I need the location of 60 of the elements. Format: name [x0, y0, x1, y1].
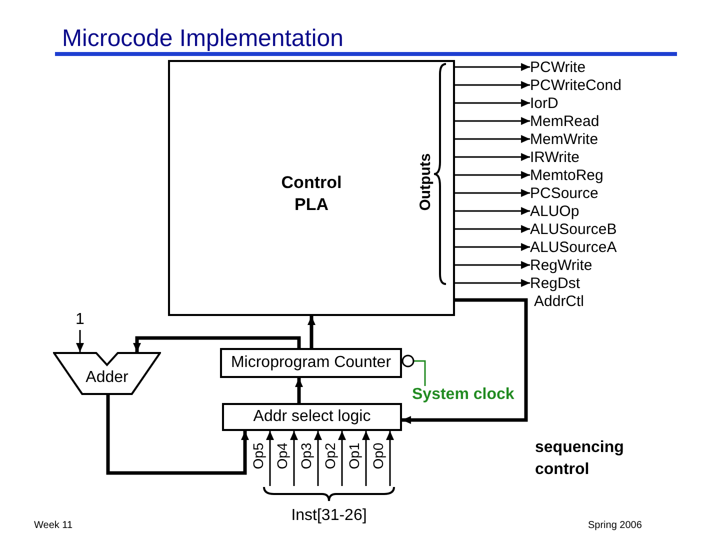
note: sequencing control [535, 438, 625, 480]
signal-label: ALUOp [530, 202, 642, 220]
arrow [402, 298, 528, 424]
edge-label: Op3 [299, 442, 313, 470]
arrow [455, 171, 530, 179]
arrow [338, 431, 346, 486]
outputs-label: Outputs [416, 153, 435, 211]
signal-label: IRWrite [530, 148, 642, 166]
arrow [76, 330, 84, 352]
arrow [455, 189, 530, 197]
arrow [455, 225, 530, 233]
arrow [455, 81, 530, 89]
adder-trapezoid [53, 352, 161, 395]
footer-text: Spring 2006 [588, 519, 642, 533]
arrow [455, 117, 530, 125]
bus-brace-label: Inst[31-26] [262, 486, 396, 528]
arrow [314, 431, 322, 486]
pla-box [168, 60, 455, 316]
signal-label: RegDst [530, 274, 642, 292]
edge-label: AddrCtl [534, 294, 584, 309]
arrow [455, 207, 530, 215]
edge-label: Op2 [323, 442, 337, 470]
arrow [455, 261, 530, 269]
signal-label: ALUSourceB [530, 220, 642, 238]
box-title: Control PLA [280, 172, 343, 216]
arrow [295, 378, 303, 403]
edge-label: Op1 [347, 442, 361, 470]
clock-label: System clock [412, 386, 526, 403]
signal-label: PCWriteCond [530, 76, 642, 94]
signal-label: ALUSourceA [530, 238, 642, 256]
arrow [386, 431, 394, 486]
arrow [455, 153, 530, 161]
adder-label: Adder [86, 368, 128, 388]
signal-label: MemtoReg [530, 166, 642, 184]
arrow [266, 431, 274, 486]
arrow [106, 395, 249, 475]
signal-label: MemWrite [530, 130, 642, 148]
arrow [308, 316, 316, 348]
signal-label: PCWrite [530, 58, 642, 76]
arrow [455, 63, 530, 71]
edge-label: Op0 [371, 442, 385, 470]
arrow [455, 243, 530, 251]
logic-box: Addr select logic [222, 403, 402, 431]
signal-label: MemRead [530, 112, 642, 130]
arrow [133, 336, 301, 352]
logic-box: Microprogram Counter [220, 348, 402, 378]
arrow [290, 431, 298, 486]
clock-line [402, 354, 426, 386]
footer-text: Week 11 [34, 519, 73, 533]
arrow [455, 279, 530, 287]
edge-label: Op5 [251, 442, 265, 470]
input-label: 1 [72, 310, 88, 330]
signal-label: RegWrite [530, 256, 642, 274]
signal-label: IorD [530, 94, 642, 112]
edge-label: Op4 [275, 442, 289, 470]
arrow [362, 431, 370, 486]
arrow [455, 99, 530, 107]
arrow [455, 135, 530, 143]
signal-label: PCSource [530, 184, 642, 202]
title: Microcode Implementation [62, 25, 344, 53]
